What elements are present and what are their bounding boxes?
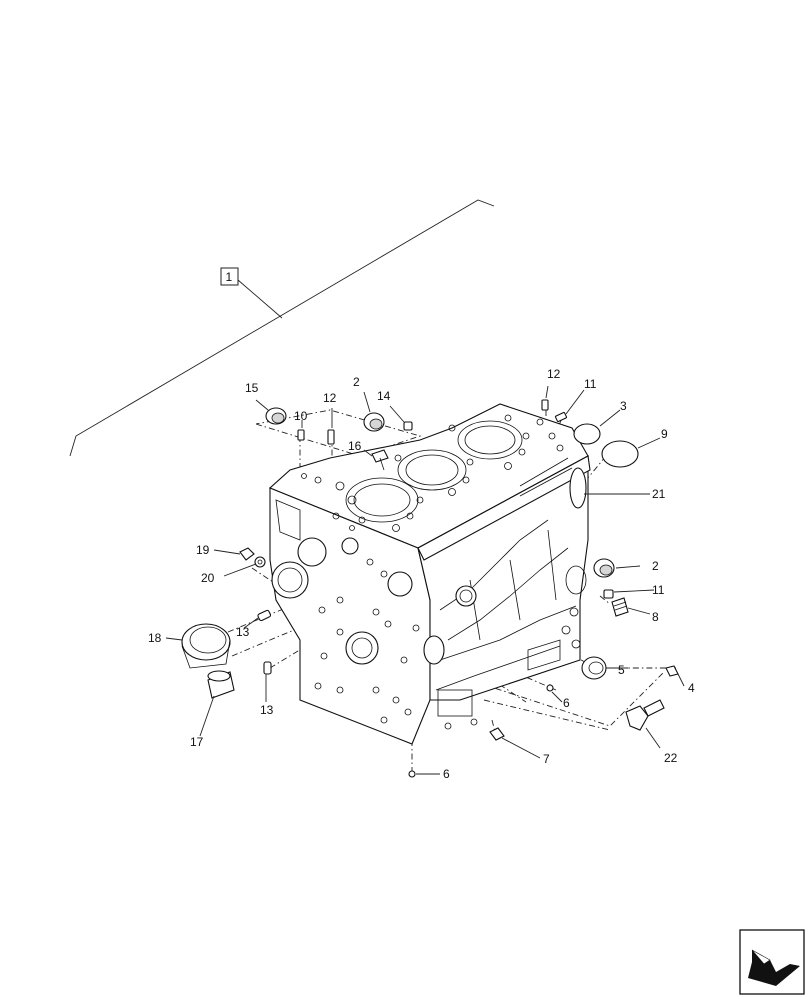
callout-8[interactable]: 8 [652,610,659,624]
part-13-pin-lower[interactable] [263,661,272,675]
part-20-washer[interactable] [254,556,266,568]
callout-7[interactable]: 7 [543,752,550,766]
callout-numbers: 15 10 12 2 14 16 12 11 3 9 21 19 20 13 1… [148,367,695,781]
callout-2-top[interactable]: 2 [353,375,360,389]
part-17-bushing[interactable] [207,670,235,699]
callout-13-upper[interactable]: 13 [236,625,250,639]
callout-12-left[interactable]: 12 [323,391,337,405]
callout-13-lower[interactable]: 13 [260,703,274,717]
part-4-plug[interactable] [665,665,679,677]
callout-9[interactable]: 9 [661,427,668,441]
assembly-label-box[interactable] [220,267,239,286]
callout-21[interactable]: 21 [652,487,666,501]
part-7-plug[interactable] [489,727,505,741]
part-6-ball-lower[interactable] [408,770,416,778]
callout-20[interactable]: 20 [201,571,215,585]
callout-3[interactable]: 3 [620,399,627,413]
callout-14[interactable]: 14 [377,389,391,403]
part-9-plug[interactable] [601,440,639,468]
callout-19[interactable]: 19 [196,543,210,557]
part-11-pin-side[interactable] [603,589,614,599]
part-10-dowel[interactable] [297,429,305,441]
callout-11-side[interactable]: 11 [652,583,665,597]
part-15-plug[interactable] [265,407,287,425]
part-8-plug[interactable] [611,597,629,617]
callout-6-lower[interactable]: 6 [443,767,450,781]
callout-6-upper[interactable]: 6 [563,696,570,710]
callout-12-right[interactable]: 12 [547,367,561,381]
part-13-pin-upper[interactable] [257,609,272,622]
callout-22[interactable]: 22 [664,751,678,765]
part-2-plug-top[interactable] [363,412,385,432]
callout-11-top[interactable]: 11 [584,377,597,391]
next-arrow-icon[interactable] [739,929,805,995]
callout-16[interactable]: 16 [348,439,362,453]
part-6-ball-upper[interactable] [546,684,554,692]
parts [181,399,679,778]
part-3-plug[interactable] [573,423,601,445]
part-19-bolt[interactable] [239,547,255,561]
callout-10[interactable]: 10 [294,409,308,423]
callout-18[interactable]: 18 [148,631,162,645]
part-12-dowel-right[interactable] [541,399,549,411]
callout-17[interactable]: 17 [190,735,204,749]
leader-lines [165,385,685,775]
callout-2-side[interactable]: 2 [652,559,659,573]
cylinder-block[interactable] [268,403,591,745]
assembly-reference: 1 [69,199,495,457]
part-12-dowel-left[interactable] [327,429,335,445]
callout-15[interactable]: 15 [245,381,259,395]
part-2-plug-side[interactable] [593,558,615,578]
part-5-plug[interactable] [581,656,607,680]
part-11-pin-top[interactable] [554,411,568,423]
part-16-bolt[interactable] [371,449,389,471]
callout-4[interactable]: 4 [688,681,695,695]
assembly-label: 1 [226,270,233,284]
part-14-plug[interactable] [403,421,413,431]
part-22-drain-cock[interactable] [625,699,665,731]
part-18-oil-seal[interactable] [181,623,231,669]
callout-5[interactable]: 5 [618,663,625,677]
